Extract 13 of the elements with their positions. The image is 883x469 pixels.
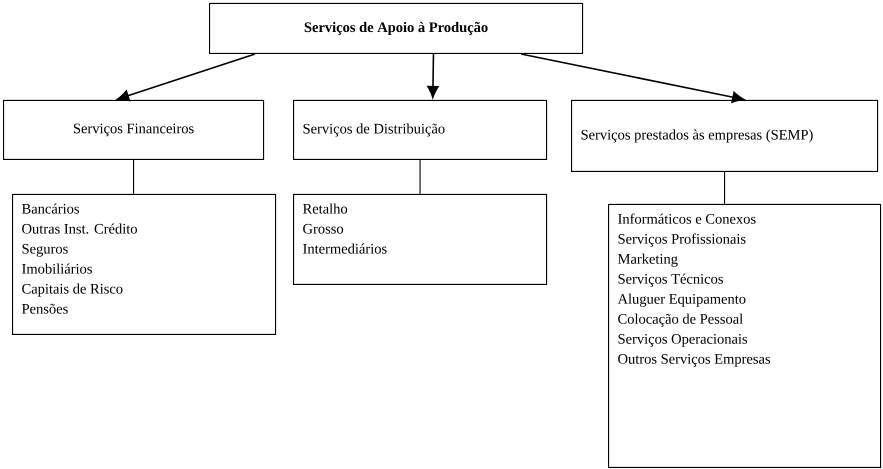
arrow (427, 54, 439, 98)
category-box: Serviços de Distribuição (293, 100, 548, 160)
connector-line (133, 160, 134, 194)
list-box: Retalho Grosso Intermediários (293, 194, 548, 285)
category-box: Serviços prestados às empresas (SEMP) (571, 100, 878, 172)
list-box: Bancários Outras Inst. Crédito Seguros Imobiliários Capitais de Risco Pensões (12, 194, 276, 335)
connector-line (420, 160, 421, 194)
title-box: Serviços de Apoio à Produção (209, 2, 584, 54)
connector-line (724, 172, 726, 204)
arrow (117, 53, 256, 102)
category-box: Serviços Financeiros (3, 100, 264, 160)
arrow (520, 53, 744, 103)
list-box: Informáticos e Conexos Serviços Profissionais Marketing Serviços Técnicos Aluguer Equipamento Colocação de Pessoal Serviços Operacionais Outros Serviços Empresas (608, 204, 882, 468)
